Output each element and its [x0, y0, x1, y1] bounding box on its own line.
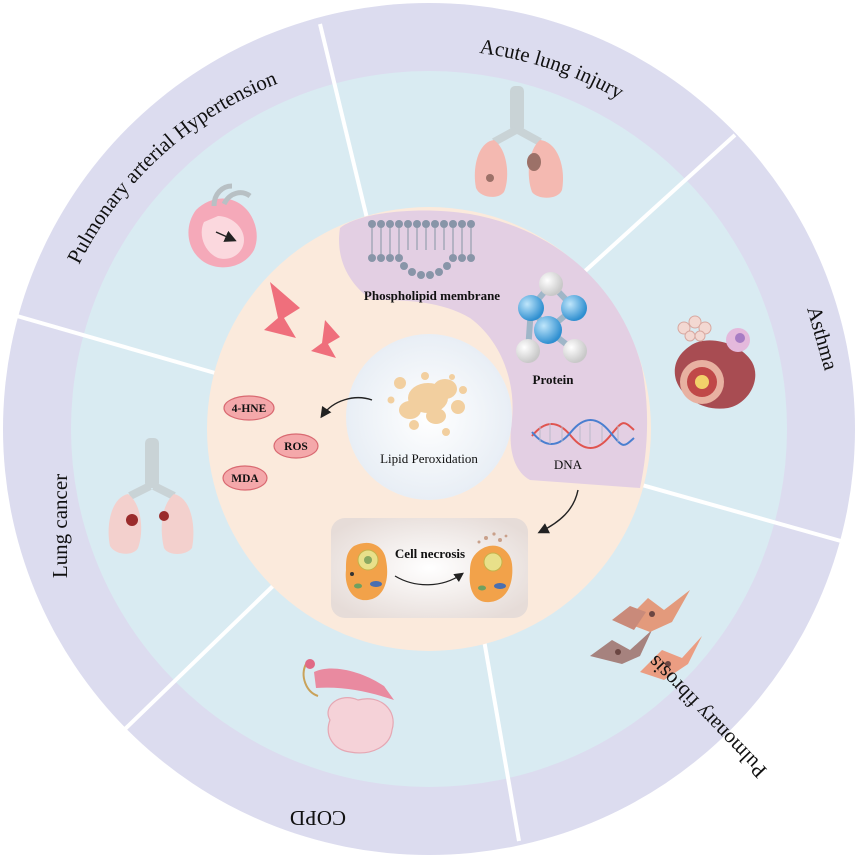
- membrane-label: Phospholipid membrane: [364, 288, 500, 303]
- marker-mda: MDA: [222, 465, 268, 491]
- center-label: Lipid Peroxidation: [380, 451, 478, 466]
- lipid-droplets-icon: [387, 372, 467, 436]
- sector-dividers: [9, 23, 849, 842]
- marker-ros-label: ROS: [284, 441, 308, 453]
- asthma-airway-icon: [674, 315, 756, 409]
- necrosis-label: Cell necrosis: [395, 546, 465, 561]
- center-to-markers-arrow: [320, 397, 373, 419]
- pulmonary-fibrosis-fibroblasts-icon: [590, 590, 702, 680]
- protein-molecule-icon: [516, 272, 587, 363]
- lightning-icon: [264, 282, 340, 358]
- dna-helix-icon: [531, 419, 635, 449]
- dna-label: DNA: [554, 457, 583, 472]
- target-band: [339, 210, 648, 488]
- phospholipid-membrane-icon: [368, 220, 475, 279]
- healthy-cell-icon: [345, 542, 388, 601]
- copd-airway-icon: [302, 659, 394, 754]
- necrotic-cell-icon: [469, 532, 513, 603]
- label-copd: COPD: [290, 806, 346, 830]
- protein-label: Protein: [533, 372, 575, 387]
- acute-lung-injury-lungs-icon: [474, 86, 564, 198]
- marker-ros: ROS: [273, 433, 319, 459]
- marker-4hne: 4-HNE: [223, 395, 275, 421]
- dna-to-necrosis-arrow: [537, 489, 579, 534]
- marker-mda-label: MDA: [231, 473, 259, 485]
- pah-heart-icon: [188, 183, 257, 268]
- label-lung-cancer: Lung cancer: [48, 474, 72, 578]
- marker-4hne-label: 4-HNE: [232, 403, 267, 415]
- necrosis-progress-arrow: [394, 572, 464, 586]
- lung-cancer-lungs-icon: [108, 438, 194, 554]
